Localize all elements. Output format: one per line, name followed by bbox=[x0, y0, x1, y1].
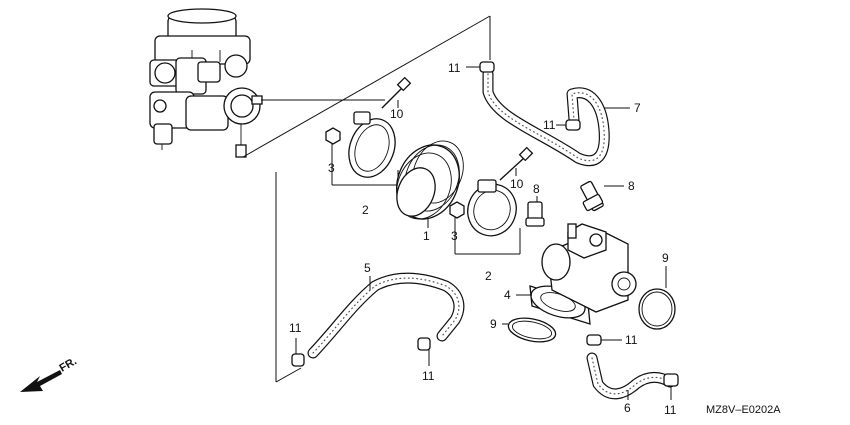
hose-clip-11-d bbox=[417, 337, 431, 351]
callout-3: 3 bbox=[328, 161, 335, 175]
callout-11: 11 bbox=[664, 403, 677, 417]
callout-11: 11 bbox=[625, 333, 638, 347]
callout-11: 11 bbox=[543, 118, 556, 132]
callout-11: 11 bbox=[448, 61, 461, 75]
nut-3-lower bbox=[449, 201, 465, 219]
callout-3: 3 bbox=[451, 229, 458, 243]
callout-2: 2 bbox=[485, 269, 492, 283]
callout-9: 9 bbox=[490, 317, 497, 331]
callout-11: 11 bbox=[289, 321, 302, 335]
leader-lines bbox=[295, 66, 672, 400]
hose-5 bbox=[307, 272, 465, 359]
callout-6: 6 bbox=[624, 401, 631, 415]
screw-10-upper bbox=[381, 76, 412, 109]
callout-4: 4 bbox=[504, 288, 511, 302]
callout-10: 10 bbox=[510, 177, 524, 191]
callout-10: 10 bbox=[390, 107, 404, 121]
hose-7 bbox=[482, 68, 610, 167]
hose-clip-11-c bbox=[291, 353, 305, 367]
screw-10-lower bbox=[499, 146, 534, 181]
o-ring-9-left bbox=[507, 317, 557, 343]
clamp-2-lower bbox=[467, 179, 517, 237]
callout-8: 8 bbox=[628, 179, 635, 193]
diagram-code: MZ8V–E0202A bbox=[706, 404, 781, 416]
o-ring-9-right bbox=[638, 288, 676, 330]
callout-2: 2 bbox=[362, 203, 369, 217]
hose-clip-11-a bbox=[479, 61, 495, 73]
callout-8: 8 bbox=[533, 182, 540, 196]
callout-1: 1 bbox=[423, 229, 430, 243]
hose-clip-11-e bbox=[586, 334, 602, 346]
hose-clip-11-f bbox=[663, 373, 679, 387]
nut-3-upper bbox=[325, 127, 341, 145]
clamp-2-upper bbox=[348, 111, 396, 178]
hose-6 bbox=[586, 352, 676, 400]
front-direction-label: FR. bbox=[58, 355, 79, 374]
callout-9: 9 bbox=[662, 251, 669, 265]
callout-5: 5 bbox=[364, 261, 371, 275]
bolt-8-right bbox=[580, 180, 604, 212]
manifold-4 bbox=[529, 223, 637, 325]
callout-11: 11 bbox=[422, 369, 435, 383]
insulator-1 bbox=[396, 140, 464, 220]
callout-7: 7 bbox=[634, 101, 641, 115]
reference-frame bbox=[242, 15, 521, 383]
front-direction-arrow bbox=[20, 370, 62, 392]
hose-clip-11-b bbox=[565, 119, 581, 131]
carburetor-assembly bbox=[149, 8, 263, 158]
callout-labels: 1 2 2 3 3 4 5 6 7 8 8 9 9 10 10 11 11 11… bbox=[289, 61, 677, 417]
bolt-8-left bbox=[525, 201, 545, 227]
